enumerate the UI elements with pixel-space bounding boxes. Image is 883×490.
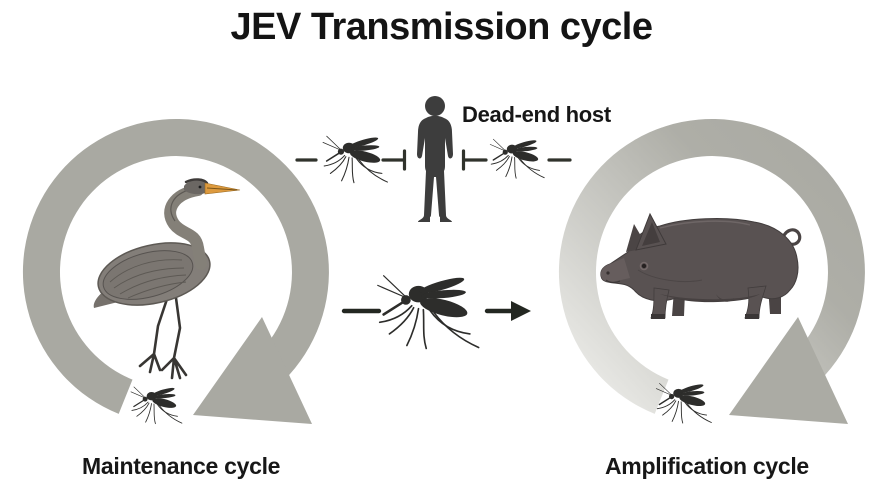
mosquito-icon-dead-end-right: [489, 138, 545, 179]
dead-end-host-label: Dead-end host: [462, 102, 611, 127]
mosquito-icon-bridge: [376, 273, 480, 350]
arrowhead: [511, 301, 531, 321]
maintenance-cycle-label: Maintenance cycle: [82, 453, 281, 479]
pig-icon: [600, 212, 802, 319]
inhibition-line-right: [461, 149, 572, 171]
inhibition-line-left: [295, 149, 407, 171]
diagram-title: JEV Transmission cycle: [230, 6, 653, 48]
human-icon: [417, 96, 453, 222]
transmission-arrow: [341, 301, 531, 321]
amplification-cycle-label: Amplification cycle: [605, 453, 809, 479]
mosquito-icon-maintenance: [130, 385, 183, 425]
heron-icon: [93, 178, 241, 380]
mosquito-icon-dead-end-left: [322, 134, 389, 184]
